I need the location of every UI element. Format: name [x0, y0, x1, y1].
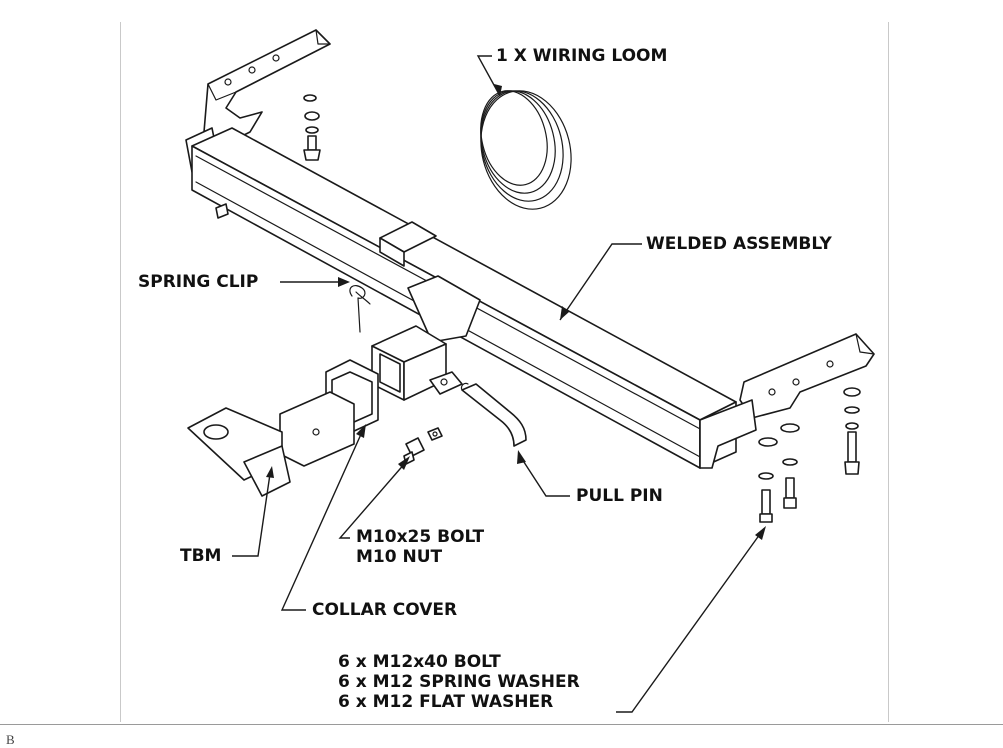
- label-m10-nut: M10 NUT: [356, 547, 443, 567]
- leader-collar-cover: [280, 431, 363, 611]
- leader-tbm: [232, 473, 271, 557]
- receiver-housing: [371, 275, 481, 401]
- leader-welded-assembly: [559, 243, 642, 321]
- tbm-part: [187, 391, 355, 497]
- label-pull-pin: PULL PIN: [576, 486, 663, 506]
- m10-bolt-nut-part: [403, 427, 443, 465]
- label-m10-bolt: M10x25 BOLT: [356, 527, 485, 547]
- m12-hardware-right: [758, 387, 861, 523]
- frame-right-line: [888, 22, 889, 722]
- leader-pull-pin: [519, 455, 570, 497]
- label-collar-cover: COLLAR COVER: [312, 600, 458, 620]
- frame-top-line: [120, 22, 121, 722]
- label-welded-assembly: WELDED ASSEMBLY: [646, 234, 832, 254]
- label-m12-hardware: 6 x M12x40 BOLT 6 x M12 SPRING WASHER 6 …: [338, 652, 580, 712]
- label-spring-clip: SPRING CLIP: [138, 272, 259, 292]
- label-wiring-loom: 1 X WIRING LOOM: [496, 46, 668, 66]
- frame-bottom-line: [0, 724, 1003, 725]
- leader-lines: [232, 55, 766, 713]
- wiring-loom-part: [480, 90, 572, 210]
- label-m10-hardware: M10x25 BOLT M10 NUT: [356, 527, 484, 567]
- leader-m10: [338, 461, 407, 539]
- leader-wiring-loom: [476, 55, 501, 97]
- spring-clip-part: [349, 284, 371, 333]
- footer-mark: B: [6, 732, 15, 747]
- label-m12-flat-washer: 6 x M12 FLAT WASHER: [338, 692, 554, 712]
- pull-pin-part: [460, 382, 527, 447]
- m12-hardware-left: [215, 94, 321, 219]
- leader-m12: [616, 533, 761, 713]
- label-tbm: TBM: [180, 546, 222, 566]
- label-m12-bolt: 6 x M12x40 BOLT: [338, 652, 501, 672]
- label-m12-spring-washer: 6 x M12 SPRING WASHER: [338, 672, 580, 692]
- right-mounting-bracket: [699, 333, 875, 469]
